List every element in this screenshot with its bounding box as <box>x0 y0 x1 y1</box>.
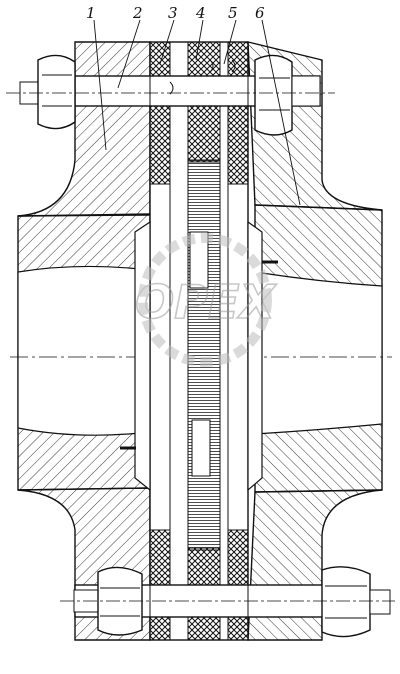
top-bolt <box>6 54 335 136</box>
callout-1: 1 <box>86 4 96 22</box>
callout-2: 2 <box>132 4 143 22</box>
left-shaft <box>17 213 151 491</box>
callout-4: 4 <box>195 4 206 22</box>
callout-labels: 1 2 3 4 5 6 <box>86 4 265 22</box>
leader-lines <box>93 19 301 206</box>
right-shaft <box>254 204 383 493</box>
callout-5: 5 <box>228 4 238 22</box>
opex-watermark-logo: OPEX <box>134 233 278 367</box>
callout-6: 6 <box>255 4 265 22</box>
watermark-text: OPEX <box>135 275 277 329</box>
bottom-bolt <box>60 566 395 638</box>
callout-3: 3 <box>168 4 178 22</box>
